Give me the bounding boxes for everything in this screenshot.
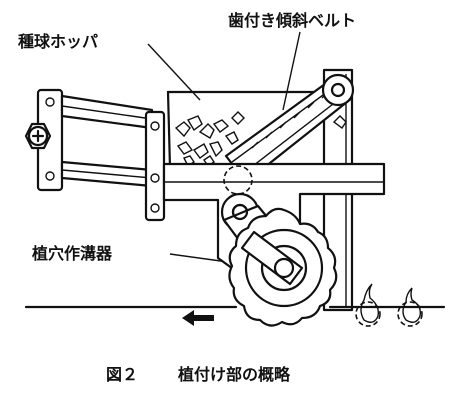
belt-leader-line bbox=[282, 31, 301, 111]
planted-bulbs bbox=[355, 283, 423, 327]
opener-leader-line bbox=[169, 253, 229, 263]
mounting-arm bbox=[36, 88, 166, 222]
figure-title: 植付け部の概略 bbox=[177, 365, 291, 384]
opener-label: 植穴作溝器 bbox=[31, 244, 113, 263]
figure-number: 図２ bbox=[106, 365, 138, 384]
toothed-belt bbox=[224, 73, 355, 184]
hopper-label: 種球ホッパ bbox=[18, 32, 98, 51]
plus-circle-icon bbox=[24, 122, 52, 150]
planting-opener-wheel bbox=[228, 207, 338, 327]
belt-label: 歯付き傾斜ベルト bbox=[228, 11, 356, 30]
hopper-leader-line bbox=[147, 43, 201, 101]
left-arrow-icon bbox=[182, 310, 214, 326]
